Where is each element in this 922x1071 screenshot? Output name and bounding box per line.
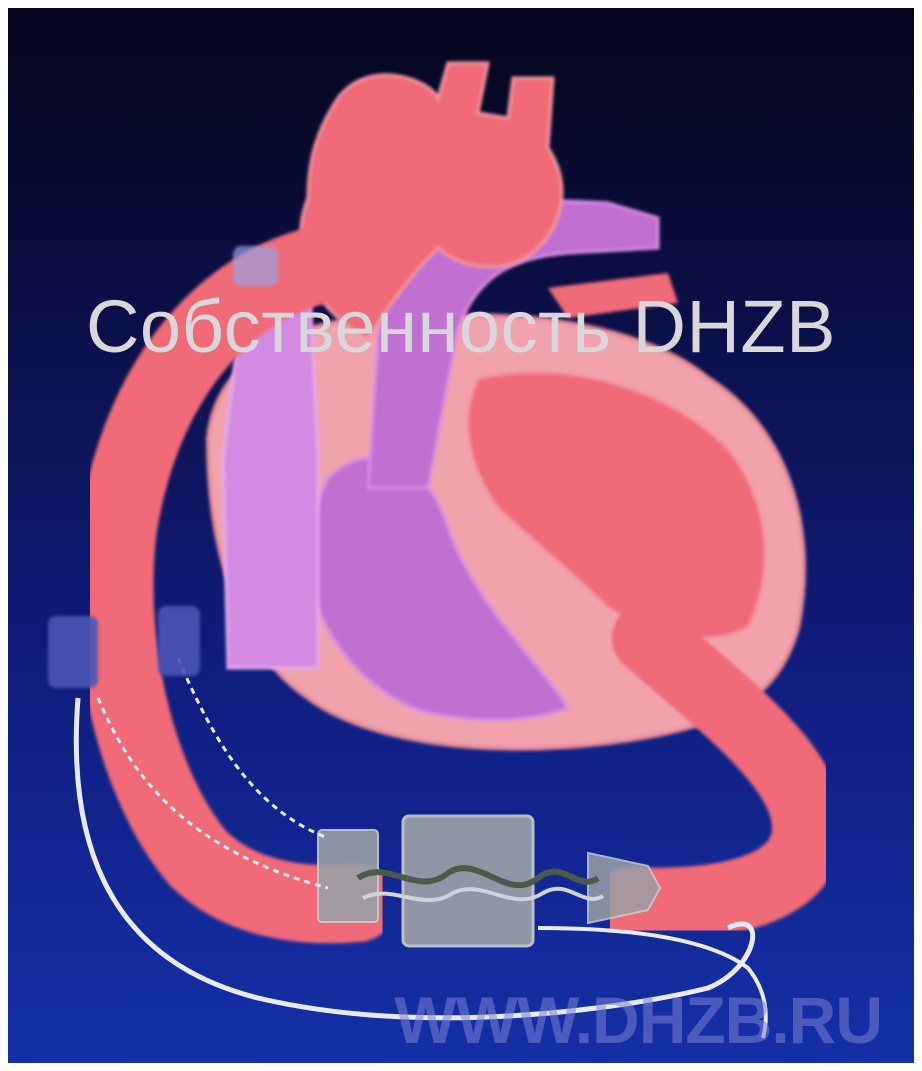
heart-vad-illustration — [8, 8, 914, 1063]
image-frame: Собственность DHZB WWW.DHZB.RU — [8, 8, 914, 1063]
flow-cuff-left — [48, 616, 98, 688]
inflow-cannula — [628, 638, 808, 904]
left-atrium-cuff — [233, 246, 278, 286]
flow-cuff-right — [158, 606, 200, 676]
watermark-main-text: Собственность DHZB — [8, 290, 914, 364]
watermark-url-text: WWW.DHZB.RU — [394, 987, 882, 1053]
